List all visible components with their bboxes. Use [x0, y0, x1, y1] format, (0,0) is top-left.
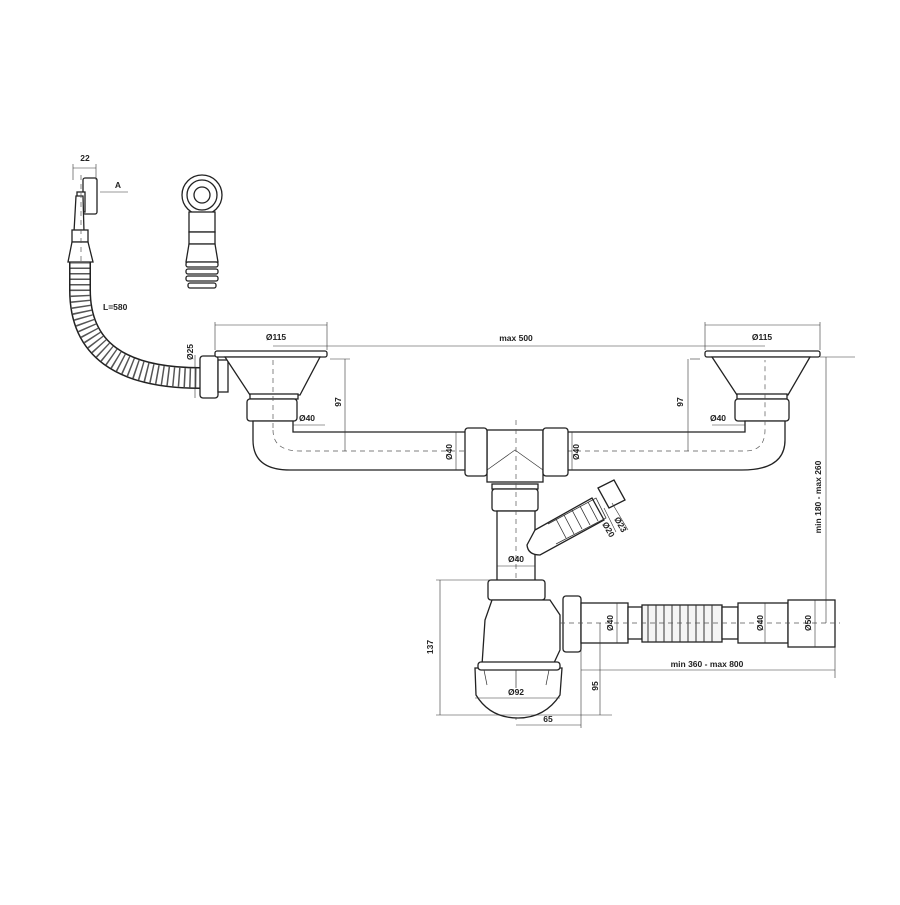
tee-right-dia: Ø40 [571, 444, 581, 460]
left-strainer [199, 350, 328, 422]
outlet-dia-end: Ø50 [803, 615, 813, 631]
overflow-hose [69, 262, 201, 389]
overflow-branch [526, 479, 629, 556]
outlet-height: 95 [590, 681, 600, 691]
right-sink-dia: Ø115 [752, 332, 773, 342]
dim-22: 22 [80, 153, 90, 163]
left-outlet-dia: Ø40 [299, 413, 315, 423]
overflow-fitting-side-view [67, 164, 128, 300]
outlet-dia-2: Ø40 [755, 615, 765, 631]
hose-length-label: L=580 [103, 302, 128, 312]
sink-spacing: max 500 [499, 333, 533, 343]
outlet-dia-1: Ø40 [605, 615, 615, 631]
right-outlet-dia: Ø40 [710, 413, 726, 423]
outlet-pipe [560, 599, 840, 648]
dimension-lines [194, 322, 855, 728]
left-depth: 97 [333, 397, 343, 407]
hose-dia-label: Ø25 [185, 344, 195, 360]
trap-offset: 65 [543, 714, 553, 724]
right-strainer [704, 350, 821, 422]
cup-dia: Ø92 [508, 687, 524, 697]
right-depth: 97 [675, 397, 685, 407]
height-range: min 180 - max 260 [813, 460, 823, 533]
bottle-trap [474, 579, 582, 719]
tee-down-dia: Ø40 [508, 554, 524, 564]
tee-fitting [464, 420, 569, 720]
tee-left-dia: Ø40 [444, 444, 454, 460]
overflow-fitting-front-view [181, 174, 223, 289]
trap-height: 137 [425, 640, 435, 654]
view-a-label: A [115, 180, 121, 190]
left-sink-dia: Ø115 [266, 332, 287, 342]
outlet-length-range: min 360 - max 800 [671, 659, 744, 669]
